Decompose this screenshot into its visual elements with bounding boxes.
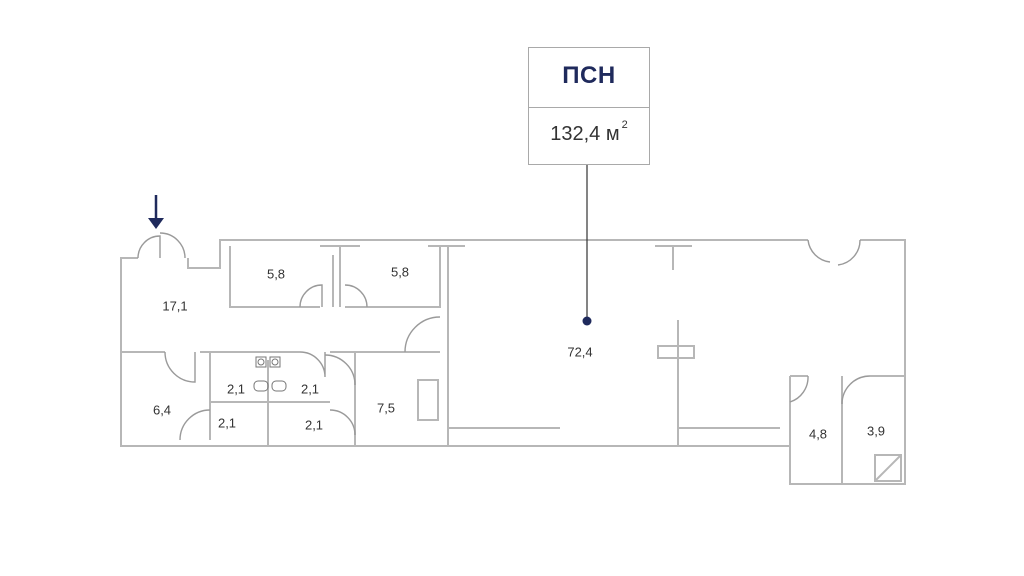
area-unit-superscript: 2 xyxy=(621,119,628,131)
room-label-room-b: 5,8 xyxy=(390,264,410,280)
entrance-arrow-icon xyxy=(148,195,164,229)
room-label-hall: 17,1 xyxy=(162,298,188,314)
room-label-wc-4: 2,1 xyxy=(304,417,324,433)
room-label-storage-1: 4,8 xyxy=(808,426,828,442)
room-label-room-c: 6,4 xyxy=(152,402,172,418)
apartment-type-title: ПСН xyxy=(562,62,616,89)
info-divider xyxy=(529,107,649,108)
room-label-main-hall: 72,4 xyxy=(567,344,593,360)
pointer-dot-icon xyxy=(582,316,592,326)
room-label-storage-2: 3,9 xyxy=(866,423,886,439)
area-value: 132,4 м xyxy=(550,123,620,145)
room-label-room-a: 5,8 xyxy=(266,266,286,282)
sink-icons xyxy=(253,356,287,392)
room-label-room-d: 7,5 xyxy=(376,400,396,416)
walls xyxy=(120,239,906,485)
door-swings xyxy=(137,232,871,441)
room-label-wc-2: 2,1 xyxy=(300,381,320,397)
room-label-wc-1: 2,1 xyxy=(226,381,246,397)
room-label-wc-3: 2,1 xyxy=(217,415,237,431)
